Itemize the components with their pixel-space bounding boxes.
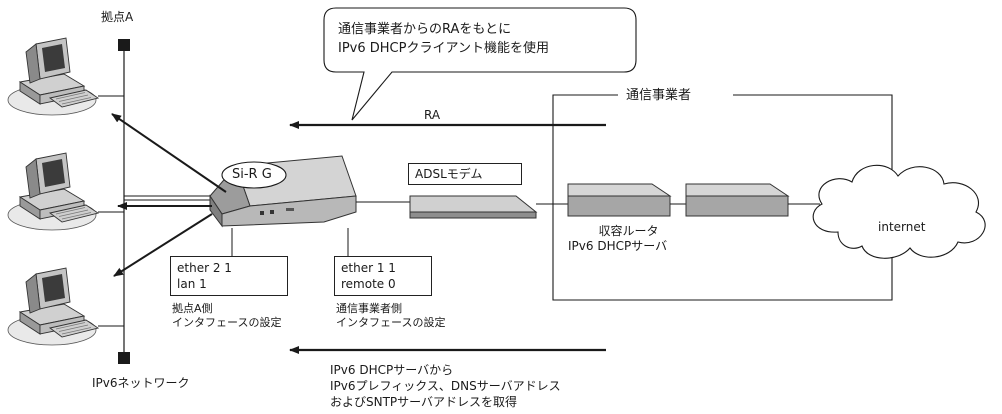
callout-text: 通信事業者からのRAをもとに IPv6 DHCPクライアント機能を使用 xyxy=(338,22,549,56)
router-to-pc-arrow xyxy=(113,213,213,277)
carrier-interface-caption: 通信事業者側 インタフェースの設定 xyxy=(336,302,446,329)
dhcp-arrow-text: IPv6 DHCPサーバから IPv6プレフィックス、DNSサーバアドレス およ… xyxy=(330,363,561,409)
aggregation-router-icon xyxy=(567,183,672,217)
site-interface-caption: 拠点A側 インタフェースの設定 xyxy=(172,302,282,329)
desktop-pc-icon xyxy=(7,37,99,116)
ra-label: RA xyxy=(424,108,441,122)
cloud-label: internet xyxy=(878,220,926,234)
router-label-ellipse xyxy=(221,161,287,189)
carrier-interface-box: ether 1 1 remote 0 xyxy=(334,256,432,296)
modem-label: ADSLモデム xyxy=(408,163,522,185)
site-interface-line1: ether 2 1 xyxy=(177,261,232,275)
router-label: Si-R G xyxy=(232,167,272,182)
aggregation-router-label: 収容ルータ IPv6 DHCPサーバ xyxy=(568,224,668,253)
router-to-pc-arrow xyxy=(111,113,227,193)
callout-bubble xyxy=(323,7,637,121)
desktop-pc-icon xyxy=(7,152,99,231)
carrier-interface-line1: ether 1 1 xyxy=(341,261,396,275)
ipv6-network-label: IPv6ネットワーク xyxy=(92,376,190,390)
carrier-server-icon xyxy=(685,183,790,217)
cloud-icon xyxy=(812,164,986,259)
bus-terminator-icon xyxy=(118,352,130,364)
site-interface-line2: lan 1 xyxy=(177,277,207,291)
adsl-modem-icon xyxy=(409,195,538,219)
site-title: 拠点A xyxy=(101,10,134,24)
site-interface-box: ether 2 1 lan 1 xyxy=(170,256,288,296)
carrier-interface-line2: remote 0 xyxy=(341,277,396,291)
desktop-pc-icon xyxy=(7,267,99,346)
bus-terminator-icon xyxy=(118,39,130,51)
carrier-title: 通信事業者 xyxy=(626,88,692,103)
carrier-region-box xyxy=(552,94,893,301)
